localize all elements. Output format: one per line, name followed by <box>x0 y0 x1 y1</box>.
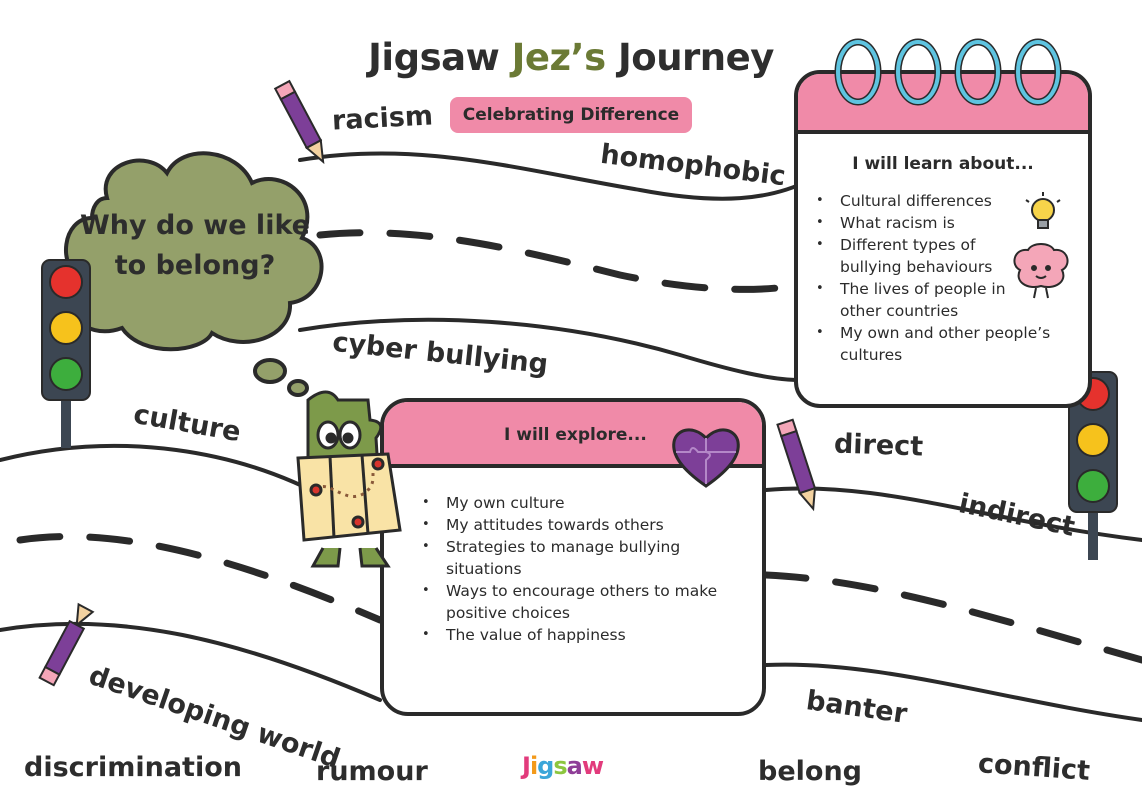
word-rumour: rumour <box>316 756 428 787</box>
lightbulb-icon <box>1025 192 1061 229</box>
jigsaw-logo: Jigsaw <box>522 752 604 780</box>
word-discrimination: discrimination <box>24 752 242 783</box>
list-item: What racism is <box>814 212 1014 234</box>
page-title: Jigsaw Jez’s Journey <box>368 36 774 79</box>
learn-card-title: I will learn about... <box>852 154 1034 174</box>
pencil-icon <box>38 602 95 687</box>
pencil-icon <box>273 79 325 165</box>
brain-icon <box>1013 243 1069 299</box>
jigsaw-jez-character <box>296 390 402 568</box>
list-item: Ways to encourage others to makepositive… <box>420 580 740 624</box>
topic-badge: Celebrating Difference <box>450 97 692 133</box>
list-item: My attitudes towards others <box>420 514 740 536</box>
traffic-light-icon <box>1068 371 1118 560</box>
puzzle-heart-icon <box>672 428 740 488</box>
list-item: My own culture <box>420 492 740 514</box>
word-direct: direct <box>833 428 924 463</box>
word-racism: racism <box>331 100 434 137</box>
bubble-question: Why do we like to belong? <box>80 210 310 281</box>
list-item: The value of happiness <box>420 624 740 646</box>
word-belong: belong <box>758 756 862 787</box>
list-item: Cultural differences <box>814 190 1014 212</box>
explore-list: My own culture My attitudes towards othe… <box>420 492 740 646</box>
pencil-icon <box>776 418 817 512</box>
thought-bubble <box>64 151 324 397</box>
calendar-rings-icon <box>834 38 1062 106</box>
learn-card: I will learn about... Cultural differenc… <box>794 70 1092 408</box>
traffic-light-icon <box>41 259 91 448</box>
learn-list: Cultural differences What racism is Diff… <box>814 190 1050 366</box>
